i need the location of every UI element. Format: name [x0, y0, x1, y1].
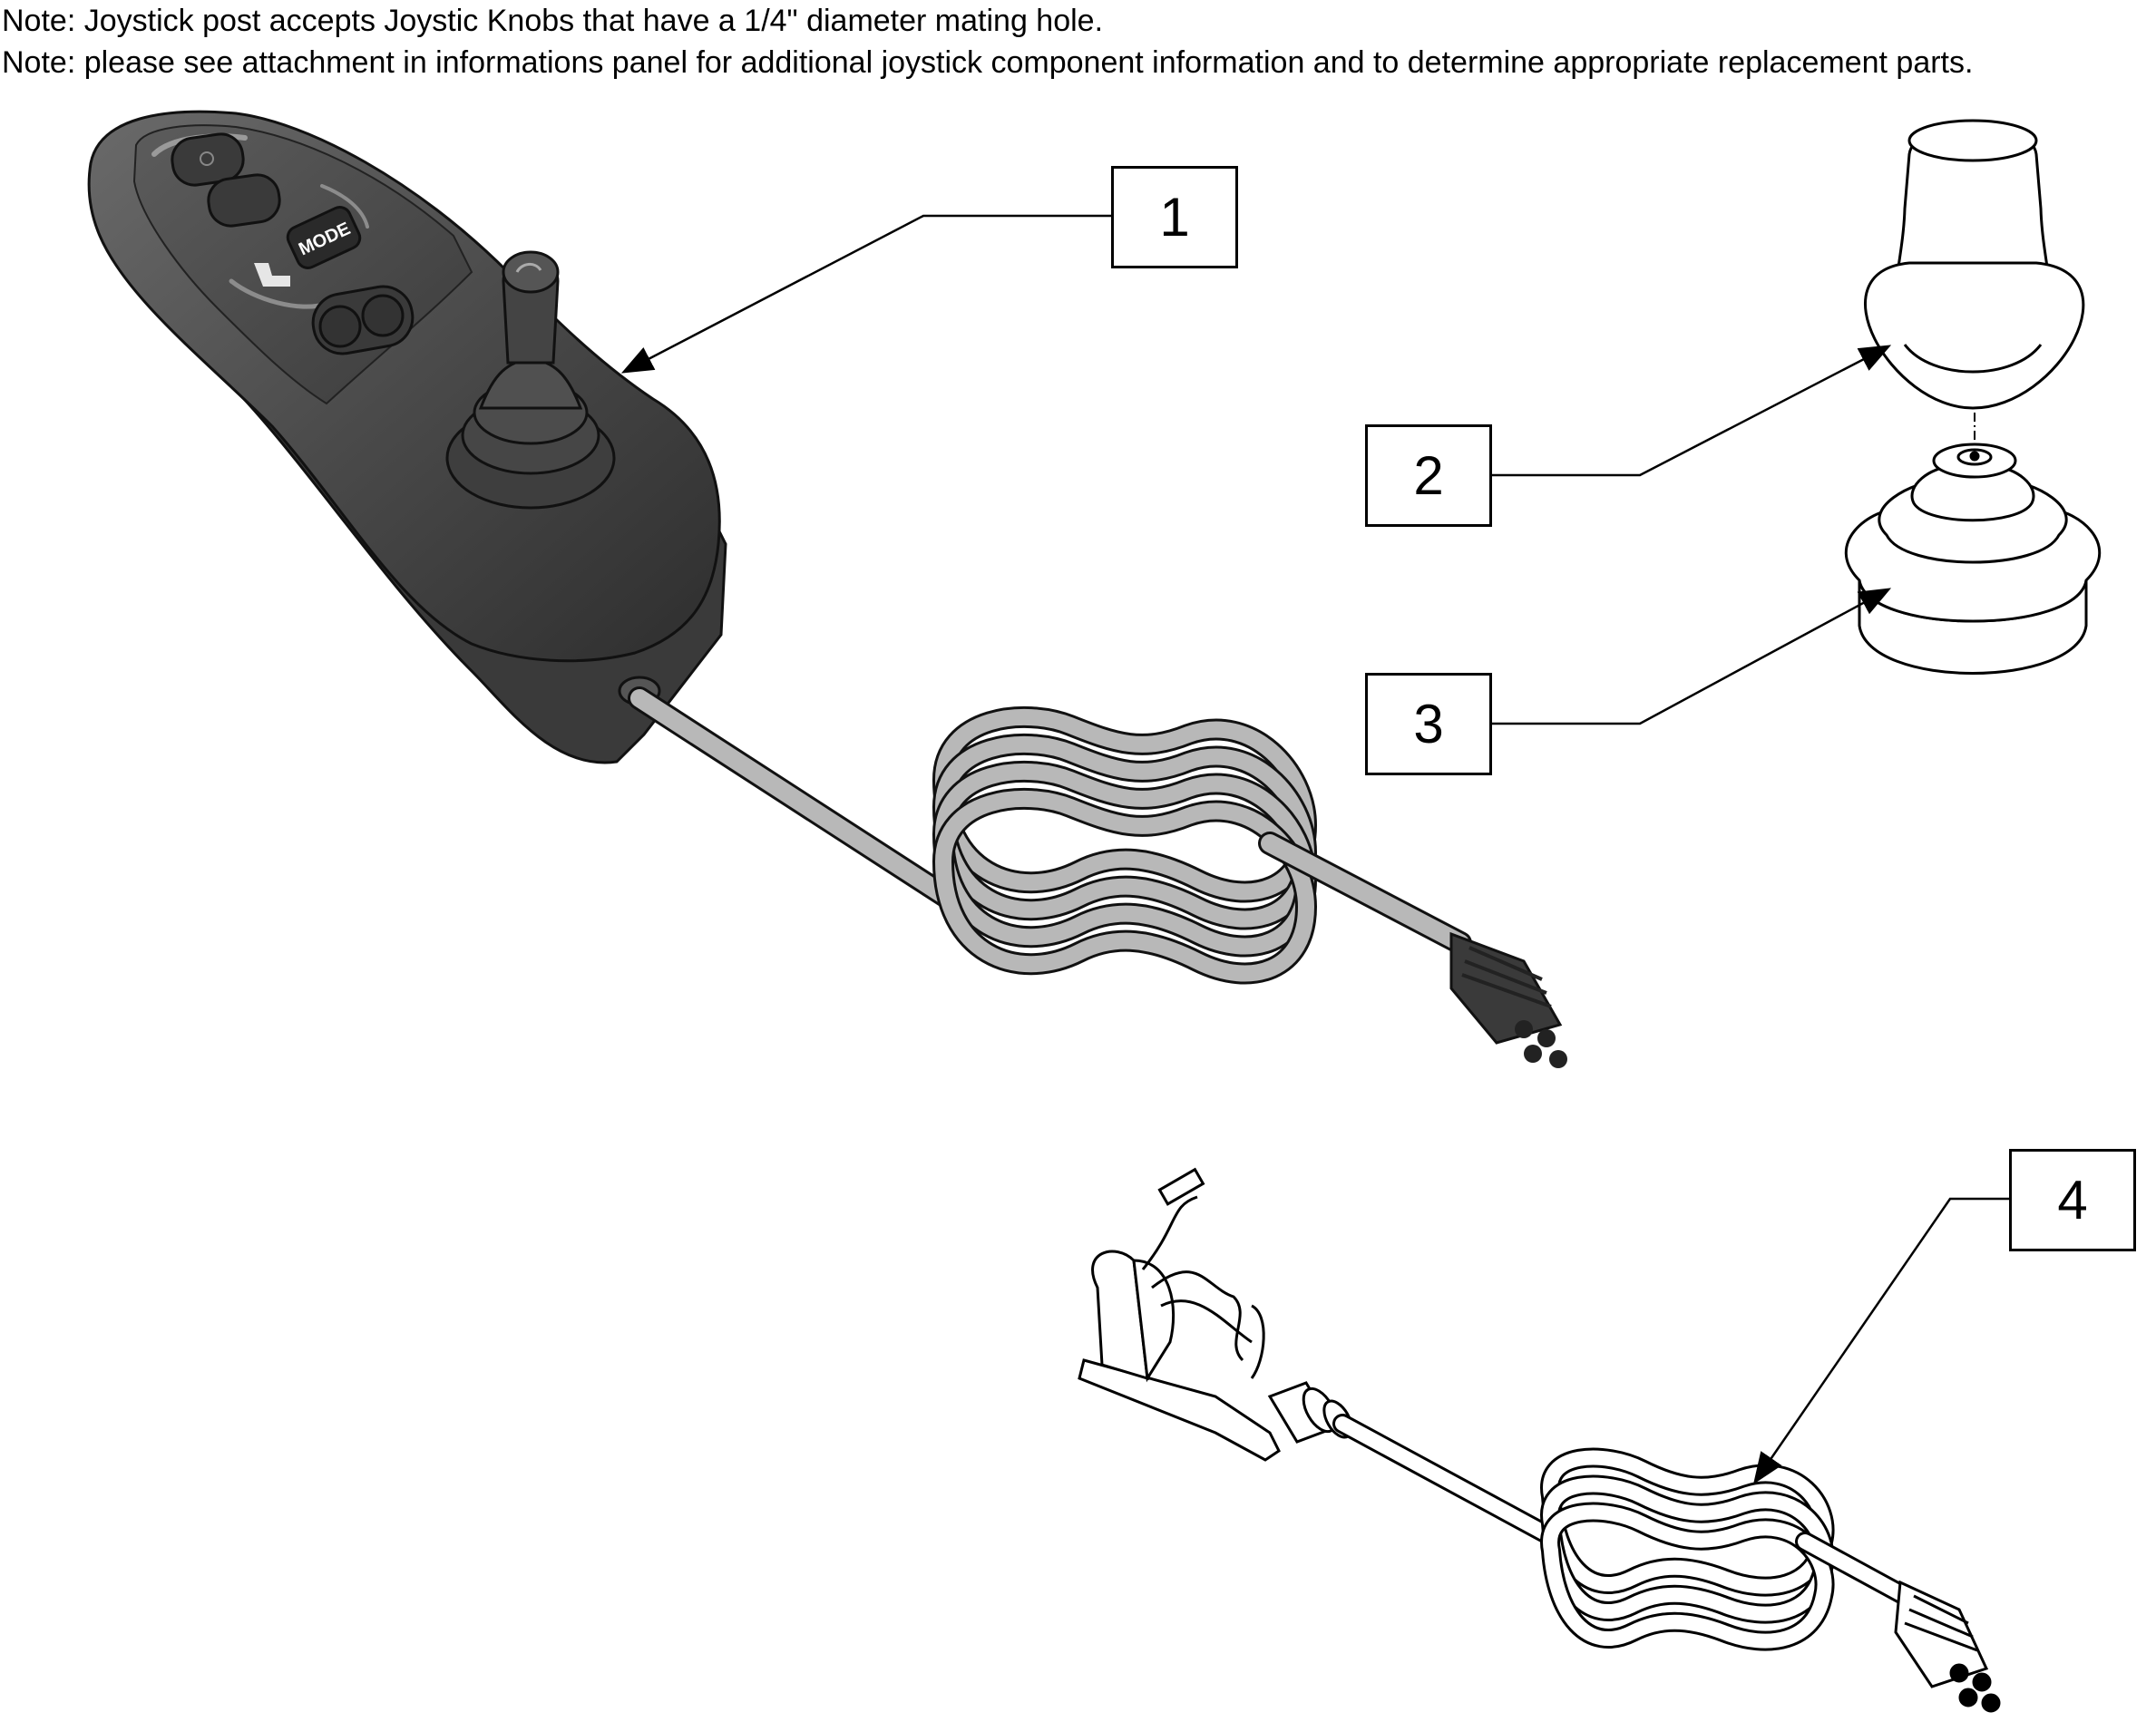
joystick-gaiter [1844, 443, 2102, 675]
power-button [171, 132, 245, 187]
leader-line-2 [1492, 345, 1892, 477]
leader-lines [620, 214, 2009, 1484]
callout-2: 2 [1365, 424, 1492, 527]
controller-cable [628, 686, 1472, 985]
notes-block: Note: Joystick post accepts Joystic Knob… [2, 0, 1973, 83]
controller-cable-coils [932, 705, 1318, 985]
callout-4: 4 [2009, 1149, 2136, 1251]
harness-cable-coils [1540, 1447, 1835, 1651]
harness-connector [1894, 1580, 2001, 1713]
controller-connector [1449, 931, 1567, 1068]
note-knob-compatibility: Note: Joystick post accepts Joystic Knob… [2, 4, 1104, 38]
joystick-knob [1864, 119, 2085, 410]
harness-cable [1078, 1167, 1353, 1462]
knob-skirt [1864, 261, 2085, 410]
harness-bracket [1078, 1358, 1281, 1462]
callout-3: 3 [1365, 673, 1492, 775]
seat-icon [254, 263, 290, 287]
callout-1: 1 [1111, 166, 1238, 268]
harness-cable-wire [1332, 1414, 1915, 1651]
joystick-controller: MODE [87, 110, 727, 764]
leader-line-3 [1492, 588, 1892, 725]
leader-line-1 [620, 214, 1111, 374]
leader-line-4 [1753, 1197, 2009, 1484]
horn-button [207, 173, 281, 228]
mode-button [286, 206, 362, 269]
note-attachment-info: Note: please see attachment in informati… [2, 45, 1974, 80]
